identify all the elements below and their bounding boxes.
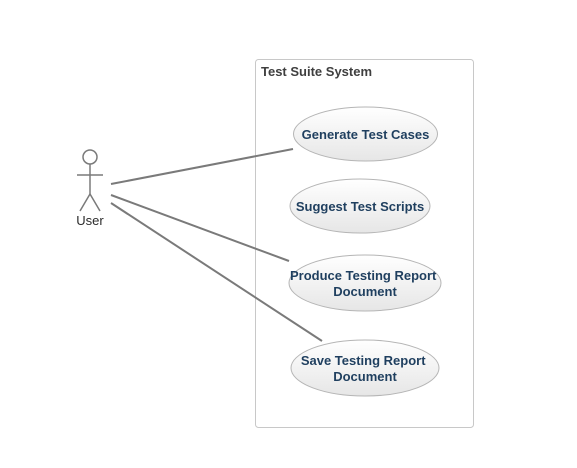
use-case-label: Produce Testing Report Document bbox=[290, 268, 440, 299]
use-case-suggest-test-scripts[interactable]: Suggest Test Scripts bbox=[289, 178, 431, 234]
actor-left-leg bbox=[79, 193, 91, 212]
actor-label: User bbox=[76, 213, 104, 228]
use-case-label: Save Testing Report Document bbox=[301, 353, 429, 384]
association-generate-test-cases bbox=[110, 148, 294, 185]
use-case-label-line: Save Testing Report bbox=[301, 353, 426, 368]
use-case-label-line: Suggest Test Scripts bbox=[296, 199, 424, 214]
associations bbox=[110, 148, 323, 342]
use-case-save-testing-report[interactable]: Save Testing Report Document bbox=[290, 339, 440, 397]
use-case-ellipse bbox=[293, 106, 438, 162]
use-case-generate-test-cases[interactable]: Generate Test Cases bbox=[293, 106, 438, 162]
use-case-label-line: Produce Testing Report bbox=[290, 268, 437, 283]
association-produce-report bbox=[110, 194, 290, 262]
use-case-ellipse bbox=[289, 178, 431, 234]
use-case-label: Suggest Test Scripts bbox=[296, 199, 424, 214]
association-save-report bbox=[110, 202, 323, 342]
use-case-ellipse bbox=[290, 339, 440, 397]
actor-right-leg bbox=[89, 193, 101, 212]
use-case-label-line: Generate Test Cases bbox=[302, 127, 430, 142]
use-case-ellipse bbox=[288, 254, 442, 312]
use-case-produce-testing-report[interactable]: Produce Testing Report Document bbox=[288, 254, 442, 312]
use-case-label-line: Document bbox=[333, 369, 397, 384]
actor-head bbox=[82, 149, 98, 165]
use-case-label-line: Document bbox=[333, 284, 397, 299]
system-title: Test Suite System bbox=[261, 64, 372, 79]
actor-user[interactable] bbox=[77, 149, 103, 212]
use-case-label: Generate Test Cases bbox=[302, 127, 430, 142]
